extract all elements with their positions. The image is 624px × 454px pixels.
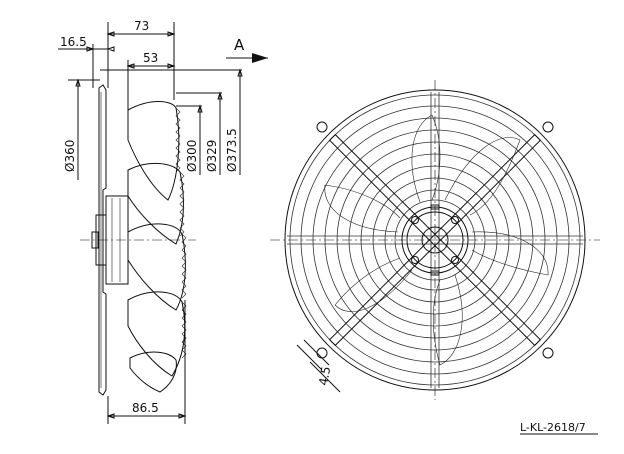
drawing-reference: L-KL-2618/7 xyxy=(520,421,586,434)
dim-16-5: 16.5 xyxy=(60,35,87,49)
dim-86-5: 86.5 xyxy=(132,401,159,415)
side-view: 73 16.5 53 Ø360 Ø373.5 Ø329 Ø300 86 xyxy=(58,19,268,424)
view-arrow-icon xyxy=(252,53,268,63)
dim-53: 53 xyxy=(143,51,158,65)
dim-300: Ø300 xyxy=(185,140,199,172)
dim-73: 73 xyxy=(134,19,149,33)
dim-329: Ø329 xyxy=(205,140,219,172)
guard-strut xyxy=(328,133,542,347)
view-label: A xyxy=(234,36,245,54)
front-view: 4.5 xyxy=(270,80,600,400)
dim-4-5: 4.5 xyxy=(316,365,333,386)
dim-360: Ø360 xyxy=(63,140,77,172)
dim-373-5: Ø373.5 xyxy=(225,128,239,172)
